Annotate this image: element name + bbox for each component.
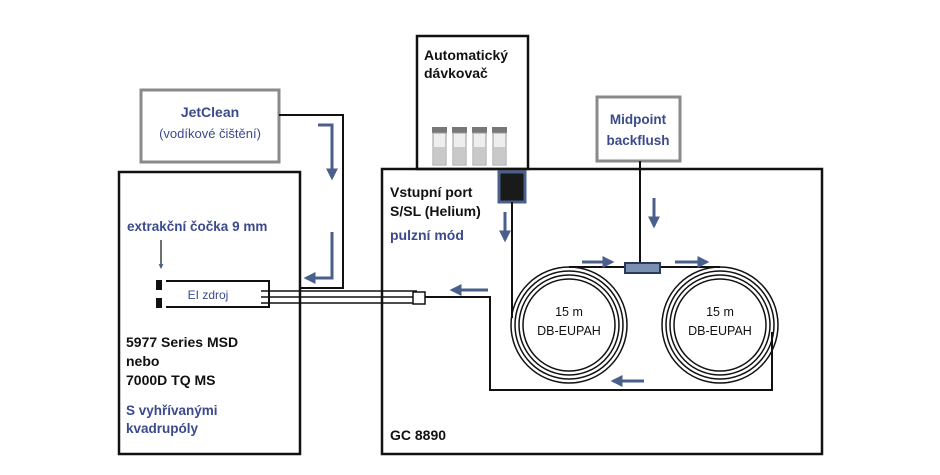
jetclean-title: JetClean xyxy=(181,104,239,120)
purged-union xyxy=(624,262,661,274)
inlet-label-line2: S/SL (Helium) xyxy=(390,203,481,219)
vial-icon xyxy=(472,127,487,166)
vial-icon xyxy=(432,127,447,166)
autosampler-line1: Automatický xyxy=(424,47,508,63)
inlet-label-line1: Vstupní port xyxy=(390,184,473,200)
transfer-line xyxy=(261,290,426,305)
pulse-mode-label: pulzní mód xyxy=(390,227,464,243)
ei-source-label: EI zdroj xyxy=(188,288,229,302)
ei-source: EI zdroj xyxy=(156,280,270,308)
jetclean-gas-line xyxy=(279,114,344,289)
msd-model-line2: nebo xyxy=(126,353,159,369)
msd-heated-line2: kvadrupóly xyxy=(126,421,199,436)
vial-icon xyxy=(492,127,507,166)
column-1-phase: DB-EUPAH xyxy=(537,324,601,338)
column-1-length: 15 m xyxy=(555,305,583,319)
return-line xyxy=(425,296,773,391)
autosampler-line2: dávkovač xyxy=(424,65,488,81)
jetclean-arrow-down-icon xyxy=(318,123,338,181)
vial-icon xyxy=(452,127,467,166)
column-2-length: 15 m xyxy=(706,305,734,319)
msd-heated-line1: S vyhřívanými xyxy=(126,403,218,418)
gc-name: GC 8890 xyxy=(390,427,446,443)
msd-model-line3: 7000D TQ MS xyxy=(126,372,215,388)
vial-icons xyxy=(432,127,507,166)
gc-box: Vstupní port S/SL (Helium) pulzní mód GC… xyxy=(380,167,824,456)
column-1: 15 m DB-EUPAH xyxy=(510,266,628,384)
midpoint-line2: backflush xyxy=(606,133,669,148)
midpoint-line1: Midpoint xyxy=(610,112,667,127)
column-2-phase: DB-EUPAH xyxy=(688,324,752,338)
msd-model-line1: 5977 Series MSD xyxy=(126,334,238,350)
autosampler-box: Automatický dávkovač xyxy=(415,34,530,171)
inlet-port xyxy=(497,170,527,204)
jetclean-subtitle: (vodíkové čištění) xyxy=(159,126,261,141)
lens-label: extrakční čočka 9 mm xyxy=(127,219,267,234)
jetclean-box: JetClean (vodíkové čištění) xyxy=(139,88,281,164)
msd-box: extrakční čočka 9 mm EI zdroj 5977 Serie… xyxy=(117,170,302,456)
midpoint-backflush-box: Midpoint backflush xyxy=(595,95,682,163)
column-2: 15 m DB-EUPAH xyxy=(661,266,779,384)
jetclean-arrow-left-icon xyxy=(303,232,334,284)
